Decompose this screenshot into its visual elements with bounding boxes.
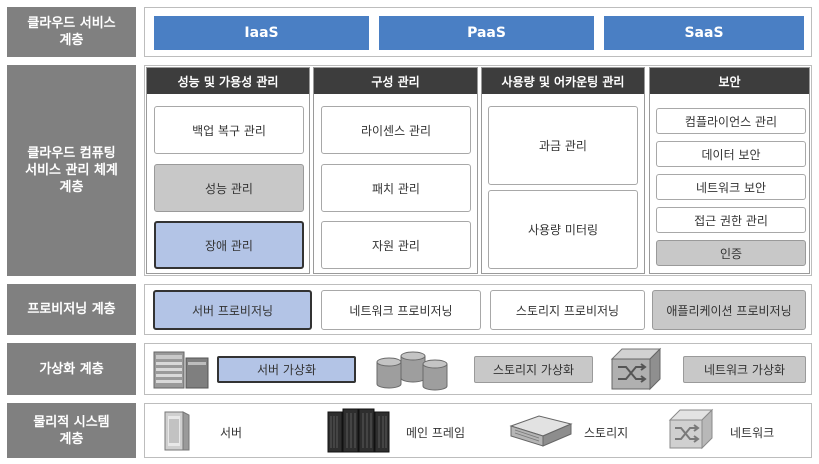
performance-box: 성능 관리 [154, 164, 304, 212]
service-paas: PaaS [379, 16, 594, 50]
application-provisioning-box: 애플리케이션 프로비저닝 [652, 290, 806, 330]
server-icon [161, 410, 193, 452]
configuration-title: 구성 관리 [314, 68, 477, 94]
layer-label-virtualization: 가상화 계층 [7, 343, 136, 395]
network-security-box: 네트워크 보안 [656, 174, 806, 200]
layer-label-physical: 물리적 시스템 계층 [7, 403, 136, 458]
network-icon [668, 408, 714, 450]
server-virtualization-box: 서버 가상화 [217, 356, 356, 383]
layer-label-cloud-service: 클라우드 서비스 계층 [7, 7, 136, 57]
compliance-box: 컴플라이언스 관리 [656, 108, 806, 134]
service-saas: SaaS [604, 16, 804, 50]
resource-box: 자원 관리 [321, 221, 471, 269]
network-provisioning-box: 네트워크 프로비저닝 [321, 290, 481, 330]
server-provisioning-box: 서버 프로비저닝 [153, 290, 312, 330]
mainframe-icon [326, 406, 392, 454]
license-box: 라이센스 관리 [321, 106, 471, 154]
patch-box: 패치 관리 [321, 164, 471, 212]
network-virtualization-box: 네트워크 가상화 [683, 356, 806, 383]
layer-label-management: 클라우드 컴퓨팅 서비스 관리 체계 계층 [7, 65, 136, 276]
security-title: 보안 [650, 68, 809, 94]
network-label: 네트워크 [730, 425, 775, 440]
storage-label: 스토리지 [584, 425, 629, 440]
backup-recovery-box: 백업 복구 관리 [154, 106, 304, 154]
network-virtualization-icon [610, 347, 662, 391]
metering-title: 사용량 및 어카운팅 관리 [482, 68, 644, 94]
billing-box: 과금 관리 [488, 106, 638, 185]
service-iaas: IaaS [154, 16, 369, 50]
mainframe-label: 메인 프레임 [406, 425, 466, 440]
performance-title: 성능 및 가용성 관리 [147, 68, 309, 94]
usage-metering-box: 사용량 미터링 [488, 190, 638, 269]
storage-virtualization-box: 스토리지 가상화 [474, 356, 593, 383]
fault-box: 장애 관리 [154, 221, 304, 269]
server-label: 서버 [220, 425, 243, 440]
layer-label-provisioning: 프로비저닝 계층 [7, 284, 136, 335]
storage-icon [509, 412, 573, 448]
storage-virtualization-icon [374, 348, 450, 392]
server-virtualization-icon [152, 350, 210, 390]
storage-provisioning-box: 스토리지 프로비저닝 [490, 290, 645, 330]
data-security-box: 데이터 보안 [656, 141, 806, 167]
authentication-box: 인증 [656, 240, 806, 266]
access-control-box: 접근 권한 관리 [656, 207, 806, 233]
security-column [649, 67, 810, 274]
